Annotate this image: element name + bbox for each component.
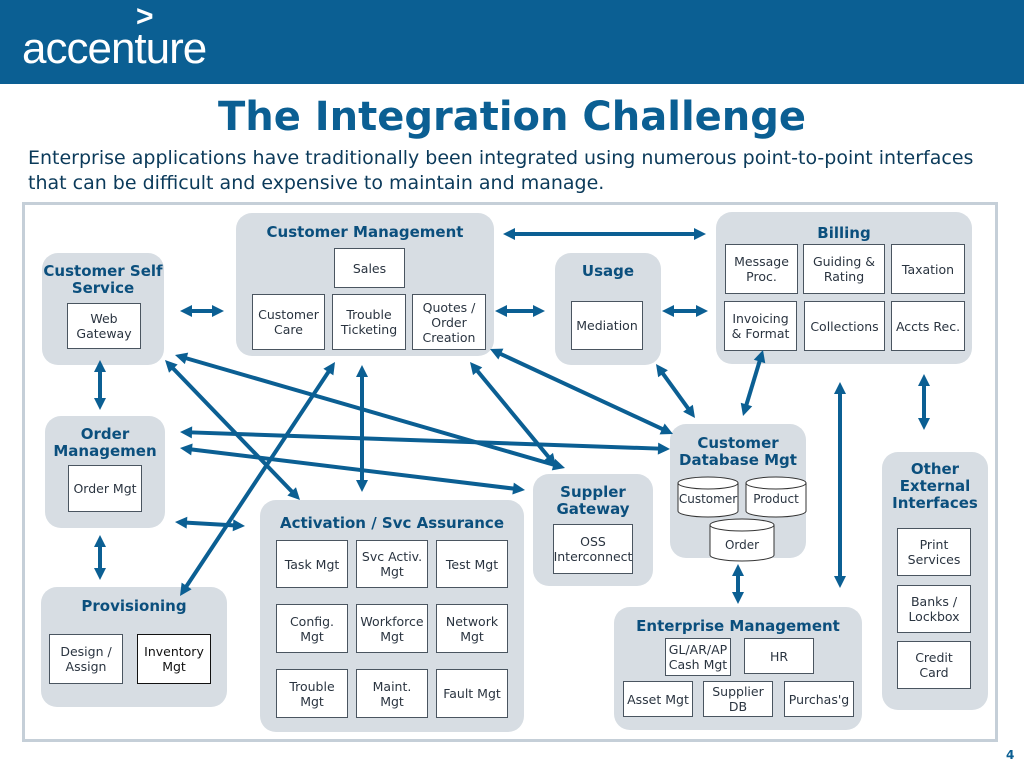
box-task-mgt[interactable]: Task Mgt [276, 540, 348, 588]
box-quotes[interactable]: Quotes / Order Creation [412, 294, 486, 350]
box-banks-lockbox[interactable]: Banks / Lockbox [897, 585, 971, 633]
box-workforce-mgt[interactable]: Workforce Mgt [356, 604, 428, 653]
arrow-usage-billing [662, 305, 708, 317]
box-purchasing[interactable]: Purchas'g [784, 681, 854, 717]
group-title-customer-management: Customer Management [266, 223, 464, 241]
box-network-mgt[interactable]: Network Mgt [436, 604, 508, 653]
box-design-assign[interactable]: Design / Assign [49, 634, 123, 684]
box-sales[interactable]: Sales [334, 248, 405, 288]
box-taxation[interactable]: Taxation [891, 244, 965, 294]
box-trouble-mgt[interactable]: Trouble Mgt [276, 669, 348, 718]
box-customer-care[interactable]: Customer Care [252, 294, 325, 350]
brand-logo[interactable]: accenture [22, 24, 207, 73]
arrow-billing-external [918, 374, 930, 430]
box-invoicing[interactable]: Invoicing & Format [724, 301, 797, 351]
group-title-supplier-gateway: Suppler Gateway [556, 483, 630, 518]
box-svc-activ[interactable]: Svc Activ. Mgt [356, 540, 428, 588]
arrow-custmgmt-provisioning [180, 362, 335, 596]
box-credit-card[interactable]: Credit Card [897, 641, 971, 689]
diagram-frame [22, 202, 998, 742]
arrow-custdb-enterprise [732, 564, 744, 604]
box-accts-rec[interactable]: Accts Rec. [891, 301, 965, 351]
arrow-ordermgmt-activation [175, 516, 245, 532]
box-oss-interconnect[interactable]: OSS Interconnect [553, 524, 633, 574]
group-title-customer-self-service: Customer Self Service [43, 262, 163, 297]
page-subtitle: Enterprise applications have traditional… [28, 147, 974, 194]
page-number: 4 [1006, 748, 1015, 762]
arrow-custmgmt-supplier [175, 352, 565, 471]
arrow-custmgmt-custdb [490, 348, 673, 435]
arrow-ordermgmt-custdb [180, 426, 670, 455]
box-asset-mgt[interactable]: Asset Mgt [623, 681, 693, 717]
page-title: The Integration Challenge [217, 94, 807, 140]
arrow-usage-custdb [656, 364, 695, 418]
box-trouble-ticketing[interactable]: Trouble Ticketing [332, 294, 406, 350]
group-title-billing: Billing [817, 224, 871, 242]
arrow-billing-custdb [740, 350, 766, 416]
box-fault-mgt[interactable]: Fault Mgt [436, 669, 508, 718]
group-title-enterprise-management: Enterprise Management [636, 617, 840, 635]
box-config-mgt[interactable]: Config. Mgt [276, 604, 348, 653]
box-gl-ar-ap[interactable]: GL/AR/AP Cash Mgt [665, 638, 731, 676]
group-title-customer-database: Customer Database Mgt [679, 434, 797, 469]
box-mediation[interactable]: Mediation [571, 301, 643, 350]
brand-mark: > [136, 0, 154, 33]
group-title-activation: Activation / Svc Assurance [279, 514, 505, 532]
box-inventory-mgt[interactable]: Inventory Mgt [137, 634, 211, 684]
box-guiding-rating[interactable]: Guiding & Rating [803, 244, 885, 294]
group-title-order-management: Order Managemen [53, 426, 157, 460]
box-collections[interactable]: Collections [804, 301, 885, 351]
header-bar: > accenture [0, 0, 1024, 84]
box-supplier-db[interactable]: Supplier DB [703, 681, 773, 717]
arrow-custmgmt-activation [165, 360, 300, 500]
group-title-other-external: Other External Interfaces [892, 460, 978, 512]
arrow-custmgmt-billing [503, 228, 706, 240]
box-message-proc[interactable]: Message Proc. [725, 244, 798, 294]
arrow-quotes-supplier [470, 362, 556, 466]
arrow-ordermgmt-provisioning [94, 535, 106, 580]
box-maint-mgt[interactable]: Maint. Mgt [356, 669, 428, 718]
arrow-selfservice-ordermgmt [94, 360, 106, 410]
box-hr[interactable]: HR [744, 638, 814, 674]
arrow-ordermgmt-supplier [180, 443, 525, 495]
arrow-selfservice-custmgmt [180, 305, 224, 317]
arrow-custmgmt-activation-vertical [356, 365, 368, 492]
group-title-provisioning: Provisioning [81, 597, 187, 615]
box-order-mgt[interactable]: Order Mgt [68, 465, 142, 512]
arrow-custmgmt-usage [495, 305, 545, 317]
arrow-billing-enterprise [834, 382, 846, 588]
box-web-gateway[interactable]: Web Gateway [67, 303, 141, 349]
box-test-mgt[interactable]: Test Mgt [436, 540, 508, 588]
group-title-usage: Usage [581, 262, 635, 280]
box-print-services[interactable]: Print Services [897, 528, 971, 576]
